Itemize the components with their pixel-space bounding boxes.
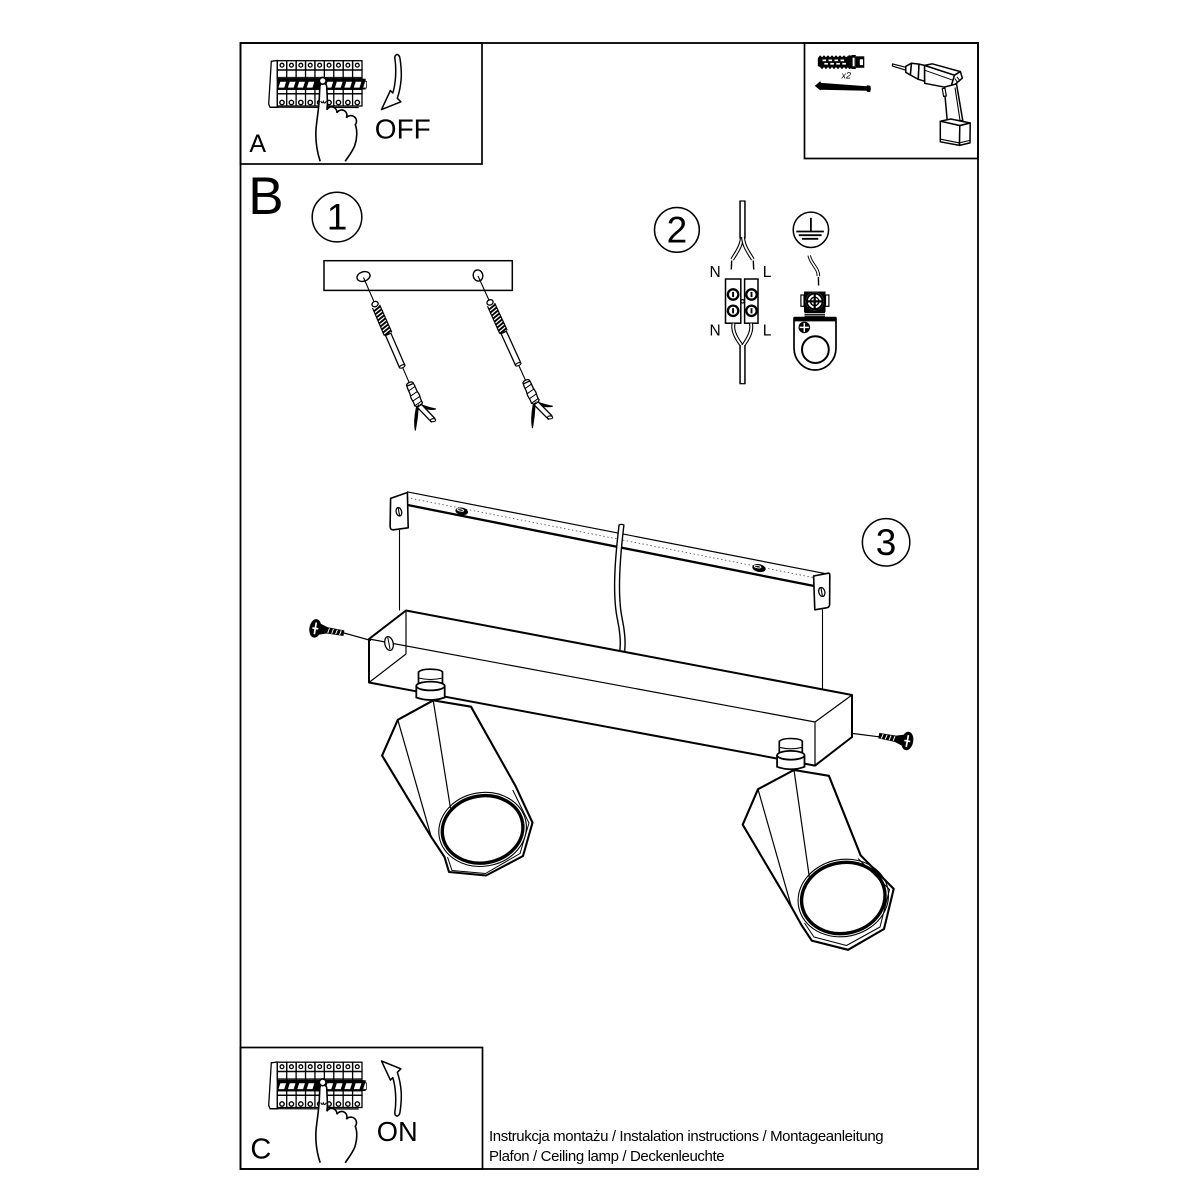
svg-text:B: B — [248, 167, 283, 226]
svg-text:3: 3 — [876, 522, 897, 563]
svg-text:N: N — [710, 323, 721, 340]
svg-text:2: 2 — [667, 209, 688, 250]
svg-text:A: A — [249, 130, 266, 158]
svg-text:L: L — [763, 323, 772, 340]
svg-text:Instrukcja montażu / Instalati: Instrukcja montażu / Instalation instruc… — [489, 1128, 883, 1145]
svg-text:1: 1 — [327, 197, 348, 238]
svg-text:ON: ON — [377, 1116, 418, 1147]
svg-text:N: N — [710, 264, 721, 281]
svg-text:x2: x2 — [841, 71, 852, 81]
svg-text:Plafon / Ceiling lamp / Decken: Plafon / Ceiling lamp / Deckenleuchte — [489, 1148, 724, 1165]
svg-text:C: C — [250, 1134, 271, 1166]
svg-text:L: L — [763, 264, 772, 281]
svg-text:OFF: OFF — [375, 114, 431, 145]
